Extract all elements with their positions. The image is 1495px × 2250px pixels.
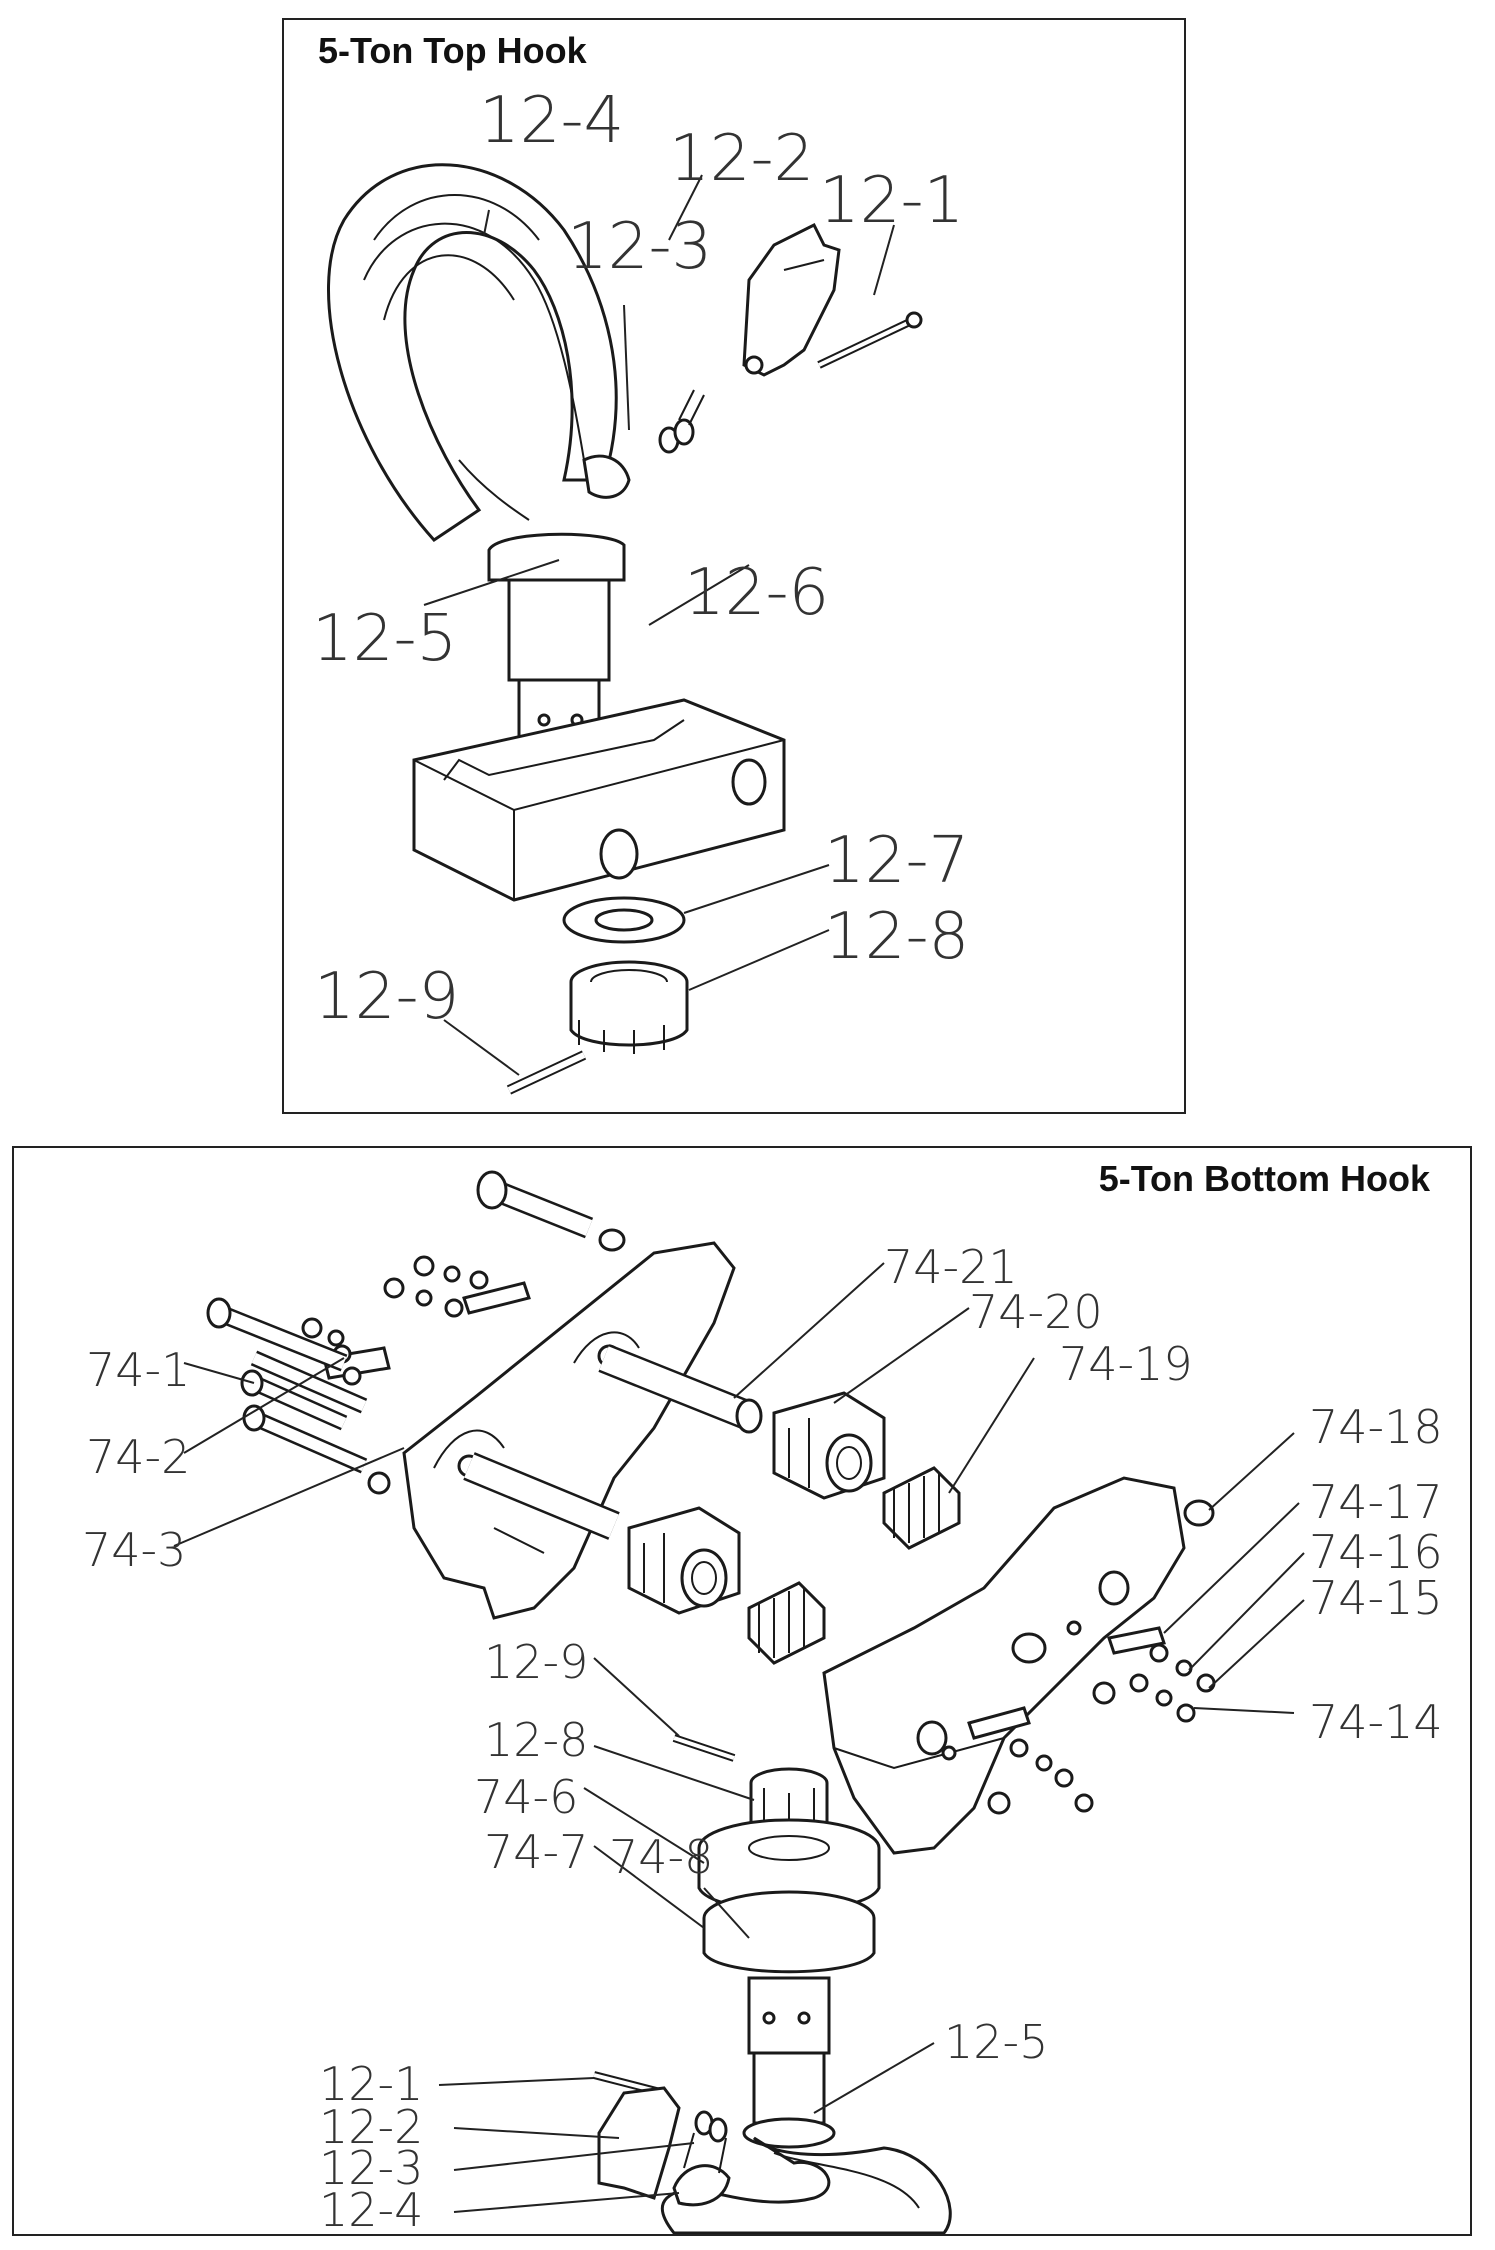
label-74-8: 74-8: [609, 1830, 713, 1884]
label-12-4-bottom: 12-4: [319, 2183, 423, 2234]
nut-12-8-drawing: [749, 1767, 829, 1830]
pin-12-9-drawing: [506, 1050, 587, 1095]
top-hook-title: 5-Ton Top Hook: [318, 30, 587, 71]
right-small-bolts-drawing: [967, 1626, 1216, 1815]
top-hook-diagram: 12-4 12-2 12-3 12-1 12-5 12-6 12-7 12-8 …: [312, 84, 969, 1095]
hook-12-4-drawing: [660, 2136, 952, 2234]
label-12-5: 12-5: [312, 602, 457, 676]
long-bolt-drawing: [476, 1170, 626, 1252]
top-leader-lines: [423, 174, 895, 1076]
label-74-21: 74-21: [884, 1240, 1018, 1294]
label-74-15: 74-15: [1309, 1571, 1443, 1625]
spring-12-3-drawing: [683, 2110, 728, 2174]
label-74-18: 74-18: [1309, 1400, 1443, 1454]
latch-12-2-drawing: [742, 222, 841, 377]
sheave-lower-drawing: [627, 1506, 741, 1615]
label-74-7: 74-7: [484, 1825, 588, 1879]
bearing-74-7-drawing: [702, 1890, 876, 1974]
label-12-6: 12-6: [684, 556, 829, 630]
label-12-9-bottom: 12-9: [484, 1635, 588, 1689]
label-74-20: 74-20: [969, 1285, 1103, 1339]
label-12-1: 12-1: [819, 164, 964, 238]
axle-74-21-drawing: [463, 1344, 763, 1540]
label-12-4: 12-4: [479, 84, 624, 158]
bottom-hook-diagram: 74-21 74-20 74-19 74-18 74-17 74-16 74-1…: [82, 1170, 1443, 2234]
pin-12-9-drawing: [672, 1734, 736, 1762]
label-12-1-bottom: 12-1: [319, 2057, 423, 2111]
crosshead-12-6-drawing: [412, 698, 786, 902]
left-bolts-drawing: [206, 1297, 391, 1495]
label-12-2: 12-2: [669, 122, 814, 196]
bottom-leader-lines: [173, 1262, 1305, 2171]
label-12-7: 12-7: [824, 824, 969, 898]
gear-74-19-drawing: [747, 1466, 961, 1665]
label-12-5-bottom: 12-5: [944, 2015, 1048, 2069]
top-hook-panel: 5-Ton Top Hook: [282, 18, 1186, 1114]
hook-shank-drawing: [742, 1976, 836, 2149]
bottom-hook-panel: 5-Ton Bottom Hook: [12, 1146, 1472, 2236]
label-12-3-bottom: 12-3: [319, 2141, 423, 2195]
label-74-19: 74-19: [1059, 1337, 1193, 1391]
label-12-8-bottom: 12-8: [484, 1713, 588, 1767]
hook-12-4-drawing: [327, 163, 631, 542]
label-12-9: 12-9: [314, 960, 459, 1034]
label-74-6: 74-6: [474, 1770, 578, 1824]
pin-12-1-drawing: [817, 311, 923, 369]
leader-12-4: [453, 2192, 680, 2213]
washer-12-7-drawing: [562, 896, 686, 944]
bottom-hook-title: 5-Ton Bottom Hook: [1098, 1158, 1430, 1199]
right-side-plate-drawing: [822, 1476, 1186, 1855]
spring-12-3-drawing: [658, 389, 705, 454]
label-74-14: 74-14: [1309, 1695, 1443, 1749]
label-74-16: 74-16: [1309, 1525, 1443, 1579]
label-12-2-bottom: 12-2: [319, 2100, 423, 2154]
sheave-74-20-drawing: [772, 1391, 886, 1500]
label-74-3: 74-3: [82, 1523, 186, 1577]
latch-12-2-drawing: [597, 2086, 681, 2200]
nut-74-18-drawing: [1183, 1499, 1215, 1527]
label-74-17: 74-17: [1309, 1475, 1443, 1529]
label-12-3: 12-3: [567, 210, 712, 284]
label-74-1: 74-1: [86, 1343, 190, 1397]
label-74-2: 74-2: [86, 1430, 190, 1484]
nut-12-8-drawing: [569, 960, 689, 1054]
bottom-extra-labels: 12-312-4: [319, 2141, 680, 2234]
label-12-8: 12-8: [824, 900, 969, 974]
